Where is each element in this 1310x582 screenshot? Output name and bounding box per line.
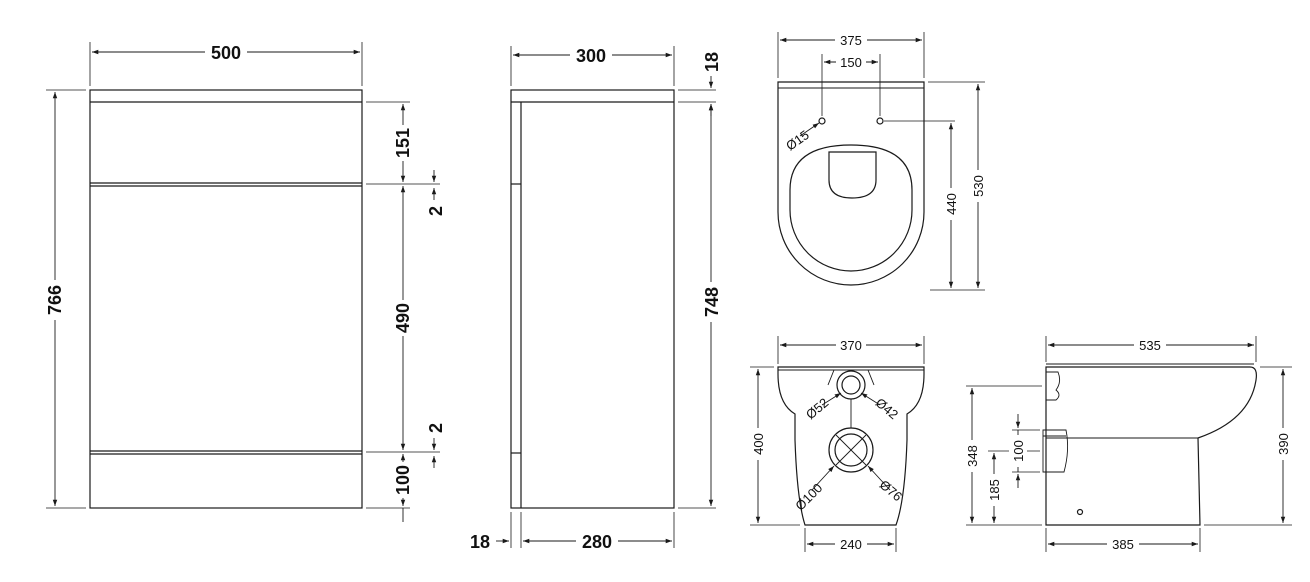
- pan-top-view: 375 150 Ø15 440 530: [777, 32, 987, 291]
- dim-pan-depth-label: 535: [1139, 338, 1161, 353]
- pan-front-outline: [777, 366, 925, 526]
- dia-52-label: Ø52: [803, 395, 831, 422]
- dia-52-leader: [821, 392, 842, 406]
- dim-seat-depth-label: 440: [944, 193, 959, 215]
- dia-100-label: Ø100: [792, 480, 825, 513]
- inlet-inner-circle: [841, 375, 861, 395]
- dim-base-depth-label: 385: [1112, 537, 1134, 552]
- dim-plinth-label: 100: [393, 465, 413, 495]
- dim-top-section-label: 151: [393, 128, 413, 158]
- dim-gap-lower-label: 2: [426, 423, 446, 433]
- cistern-inlet: [1046, 371, 1061, 401]
- pan-front-view: Ø52 Ø42 Ø100 Ø76 370 400 240: [749, 336, 925, 552]
- dim-front-width-label: 370: [840, 338, 862, 353]
- pan-seat-opening: [828, 151, 877, 199]
- dim-base-width-label: 240: [840, 537, 862, 552]
- dim-door-thickness-label: 18: [470, 532, 490, 552]
- cabinet-front-view: 500 766 151 490 100 2 2: [44, 42, 446, 522]
- cabinet-front-outline: [89, 89, 363, 509]
- dim-overall-depth-label: 530: [971, 175, 986, 197]
- dia-100-leader: [811, 465, 835, 491]
- dia-76-leader: [867, 465, 891, 491]
- pan-side-view: 535 390 348 185 100 385: [963, 336, 1292, 552]
- waste-outlet: [1042, 429, 1069, 473]
- dim-width-label: 500: [211, 43, 241, 63]
- dim-pan-width-label: 375: [840, 33, 862, 48]
- fixing-point: [1076, 508, 1084, 516]
- dim-hole-spacing-label: 150: [840, 55, 862, 70]
- pan-seat-rim: [789, 144, 913, 272]
- dim-body-height-label: 748: [702, 287, 722, 317]
- pan-top-outline: [777, 81, 925, 286]
- dim-inlet-height-label: 100: [1011, 440, 1026, 462]
- dia-42-label: Ø42: [873, 395, 901, 422]
- cabinet-side-view: 300 18 748 18 280: [470, 45, 722, 552]
- dim-pan-height-label: 390: [1276, 433, 1291, 455]
- dim-height-label: 766: [45, 285, 65, 315]
- dim-front-height-label: 400: [751, 433, 766, 455]
- dia-42-leader: [860, 392, 881, 406]
- dim-middle-section-label: 490: [393, 303, 413, 333]
- dim-back-height-label: 348: [965, 445, 980, 467]
- dim-carcass-depth-label: 280: [582, 532, 612, 552]
- cabinet-side-outline: [510, 89, 675, 509]
- outlet-inner-circle: [834, 433, 868, 467]
- dia-76-label: Ø76: [877, 477, 905, 504]
- dim-gap-upper-label: 2: [426, 206, 446, 216]
- dim-outlet-height-label: 185: [987, 479, 1002, 501]
- outlet-outer-circle: [828, 427, 874, 473]
- fixing-hole-left: [818, 117, 826, 125]
- dim-side-depth-label: 300: [576, 46, 606, 66]
- pan-side-outline: [1045, 366, 1257, 526]
- dim-hole-leader: [799, 122, 820, 137]
- fixing-hole-right: [876, 117, 884, 125]
- dim-top-thickness-label: 18: [702, 52, 722, 72]
